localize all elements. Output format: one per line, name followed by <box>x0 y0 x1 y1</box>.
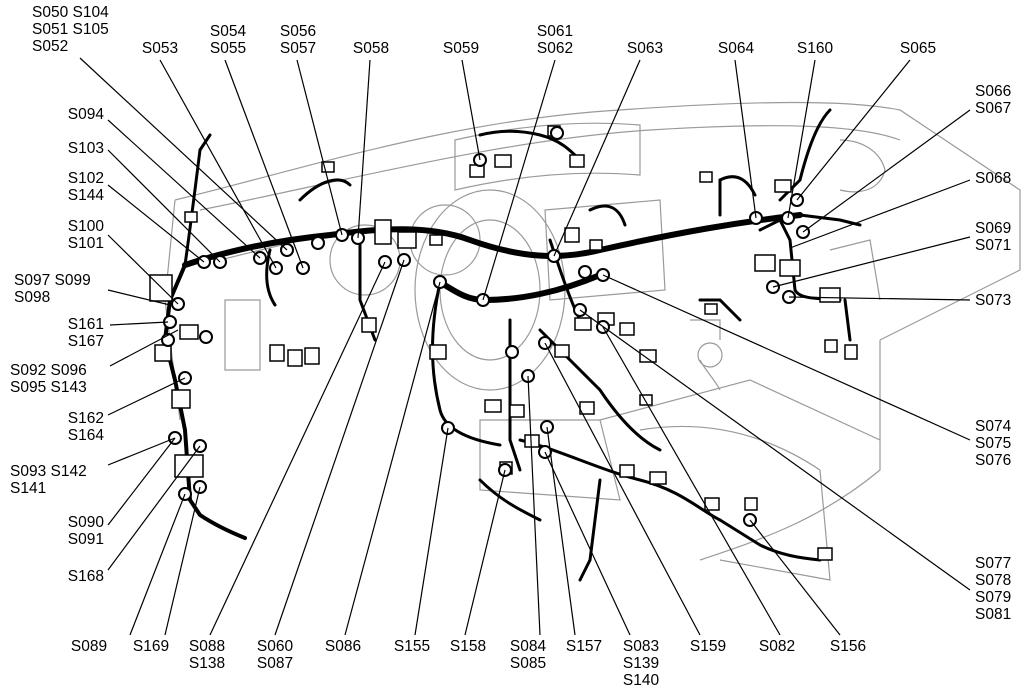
label-s102: S102 S144 <box>67 170 104 204</box>
label-s068: S068 <box>975 170 1012 187</box>
label-s074: S074 S075 S076 <box>975 418 1012 469</box>
label-s060: S060 S087 <box>256 638 294 672</box>
label-s157: S157 <box>565 638 603 655</box>
label-s161: S161 S167 <box>67 316 104 350</box>
label-s158: S158 <box>449 638 487 655</box>
label-s077: S077 S078 S079 S081 <box>975 555 1012 623</box>
label-s100: S100 S101 <box>67 218 104 252</box>
label-s065: S065 <box>899 40 937 57</box>
splice-points <box>161 126 810 527</box>
label-s097: S097 S099 S098 <box>14 272 91 306</box>
label-s069: S069 S071 <box>975 220 1012 254</box>
label-s061: S061 S062 <box>536 23 574 57</box>
label-s088: S088 S138 <box>188 638 226 672</box>
label-s169: S169 <box>132 638 170 655</box>
label-s050-s104: S050 S104 S051 S105 S052 <box>32 4 109 55</box>
dashboard-outline <box>164 101 1021 581</box>
label-s054: S054 S055 <box>209 23 247 57</box>
label-s066: S066 S067 <box>975 83 1012 117</box>
label-s094: S094 <box>67 106 104 123</box>
label-s160: S160 <box>796 40 834 57</box>
label-s073: S073 <box>975 292 1012 309</box>
label-s063: S063 <box>626 40 664 57</box>
label-s059: S059 <box>442 40 480 57</box>
label-s053: S053 <box>141 40 179 57</box>
label-s162: S162 S164 <box>67 410 104 444</box>
label-s086: S086 <box>324 638 362 655</box>
connectors <box>149 125 858 561</box>
label-s103: S103 <box>67 140 104 157</box>
label-s058: S058 <box>352 40 390 57</box>
label-s090: S090 S091 <box>67 514 104 548</box>
label-s056: S056 S057 <box>279 23 317 57</box>
label-s083: S083 S139 S140 <box>622 638 660 689</box>
label-s168: S168 <box>67 568 104 585</box>
label-s084: S084 S085 <box>509 638 547 672</box>
label-s159: S159 <box>689 638 727 655</box>
label-s093: S093 S142 S141 <box>10 463 87 497</box>
label-s064: S064 <box>717 40 755 57</box>
label-s082: S082 <box>758 638 796 655</box>
label-s092: S092 S096 S095 S143 <box>10 362 87 396</box>
label-s156: S156 <box>829 638 867 655</box>
label-s089: S089 <box>70 638 108 655</box>
label-s155: S155 <box>393 638 431 655</box>
leader-lines <box>79 57 971 636</box>
